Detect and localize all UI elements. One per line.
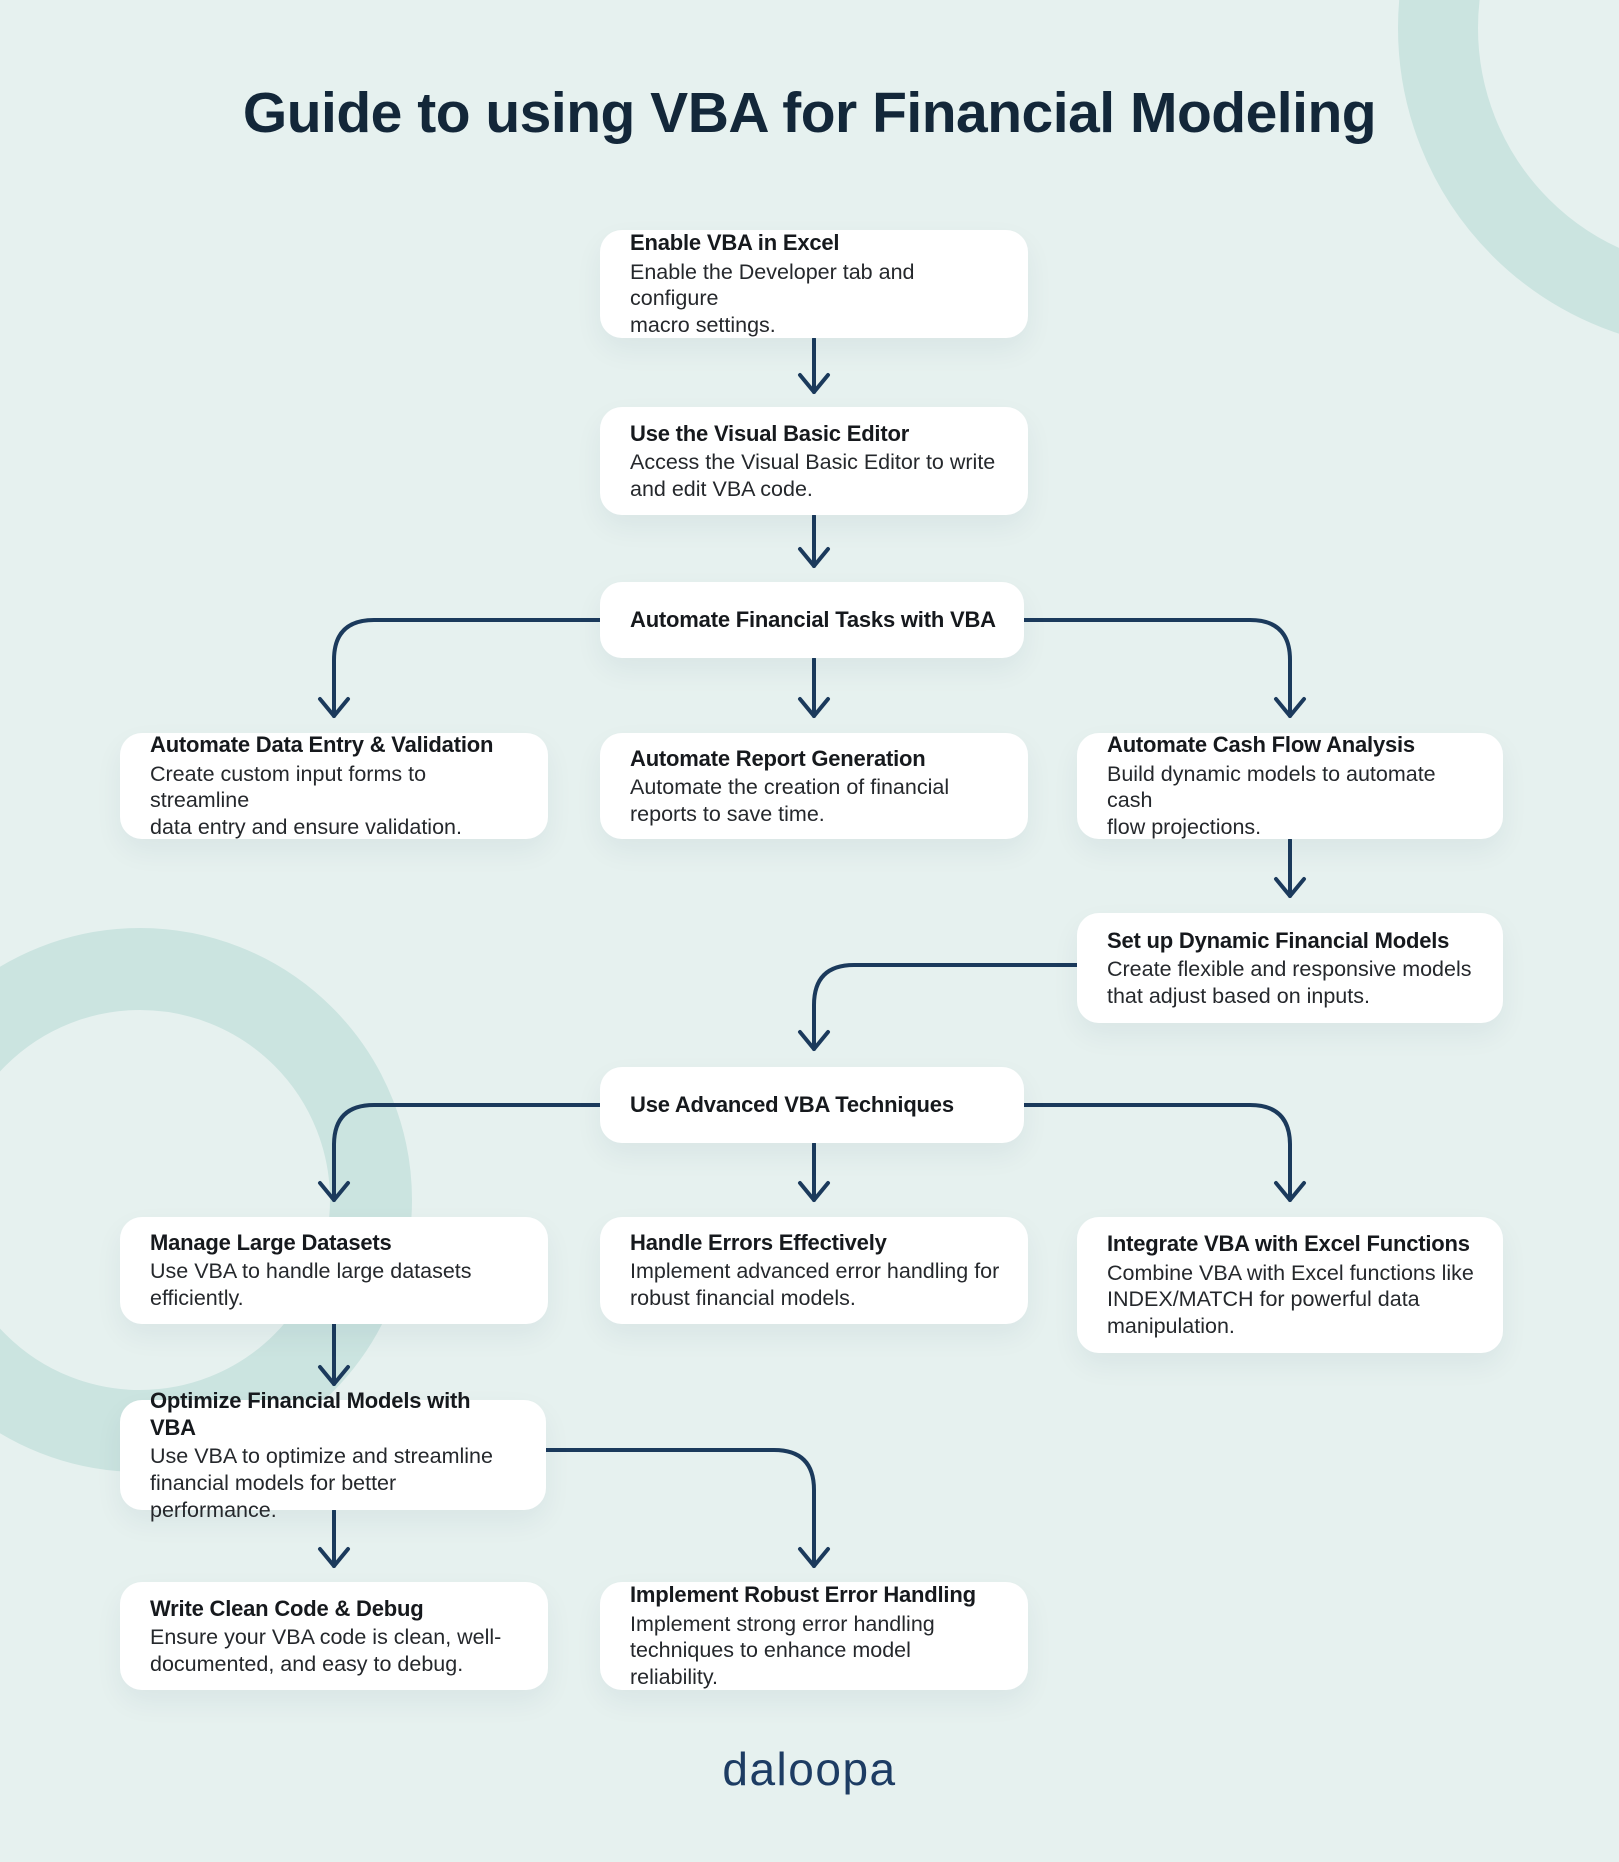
flow-node-integrate-functions: Integrate VBA with Excel Functions Combi… [1077,1217,1503,1353]
node-title: Implement Robust Error Handling [630,1582,976,1608]
node-body: Combine VBA with Excel functions like IN… [1107,1260,1474,1338]
node-title: Enable VBA in Excel [630,230,840,256]
flow-node-report-generation: Automate Report Generation Automate the … [600,733,1028,839]
flow-node-automate-tasks: Automate Financial Tasks with VBA [600,582,1024,658]
node-body: Implement strong error handling techniqu… [630,1611,935,1689]
node-title: Optimize Financial Models with VBA [150,1387,471,1441]
page-title: Guide to using VBA for Financial Modelin… [242,81,1377,145]
flow-node-large-datasets: Manage Large Datasets Use VBA to handle … [120,1217,548,1324]
brand-logo: daloopa [722,1743,897,1795]
node-title: Automate Financial Tasks with VBA [630,607,996,633]
node-title: Manage Large Datasets [150,1230,392,1256]
flow-node-handle-errors: Handle Errors Effectively Implement adva… [600,1217,1028,1324]
node-body: Implement advanced error handling for ro… [630,1259,1000,1311]
flow-node-enable-vba: Enable VBA in Excel Enable the Developer… [600,230,1028,338]
node-title: Set up Dynamic Financial Models [1107,927,1450,953]
node-body: Create custom input forms to streamline … [150,761,462,839]
node-body: Ensure your VBA code is clean, well- doc… [150,1624,502,1676]
node-body: Create flexible and responsive models th… [1107,956,1472,1008]
flow-node-clean-code: Write Clean Code & Debug Ensure your VBA… [120,1582,548,1690]
node-title: Write Clean Code & Debug [150,1595,424,1621]
node-body: Use VBA to optimize and streamline finan… [150,1444,493,1522]
flow-node-optimize-models: Optimize Financial Models with VBA Use V… [120,1388,546,1522]
flow-node-dynamic-models: Set up Dynamic Financial Models Create f… [1077,913,1503,1023]
node-body: Automate the creation of financial repor… [630,774,950,826]
flow-node-data-entry: Automate Data Entry & Validation Create … [120,732,548,839]
node-title: Integrate VBA with Excel Functions [1107,1231,1470,1257]
node-body: Access the Visual Basic Editor to write … [630,449,996,501]
node-title: Automate Data Entry & Validation [150,732,494,758]
node-body: Build dynamic models to automate cash fl… [1107,761,1436,839]
flow-node-visual-basic-editor: Use the Visual Basic Editor Access the V… [600,407,1028,515]
node-title: Automate Cash Flow Analysis [1107,732,1415,758]
flow-node-advanced-techniques: Use Advanced VBA Techniques [600,1067,1024,1143]
node-body: Enable the Developer tab and configure m… [630,259,915,337]
flow-node-robust-error-handling: Implement Robust Error Handling Implemen… [600,1582,1028,1690]
node-title: Handle Errors Effectively [630,1230,887,1256]
node-title: Use Advanced VBA Techniques [630,1092,954,1118]
node-title: Use the Visual Basic Editor [630,420,910,446]
node-title: Automate Report Generation [630,745,926,771]
flow-node-cash-flow: Automate Cash Flow Analysis Build dynami… [1077,732,1503,839]
node-body: Use VBA to handle large datasets efficie… [150,1259,472,1311]
